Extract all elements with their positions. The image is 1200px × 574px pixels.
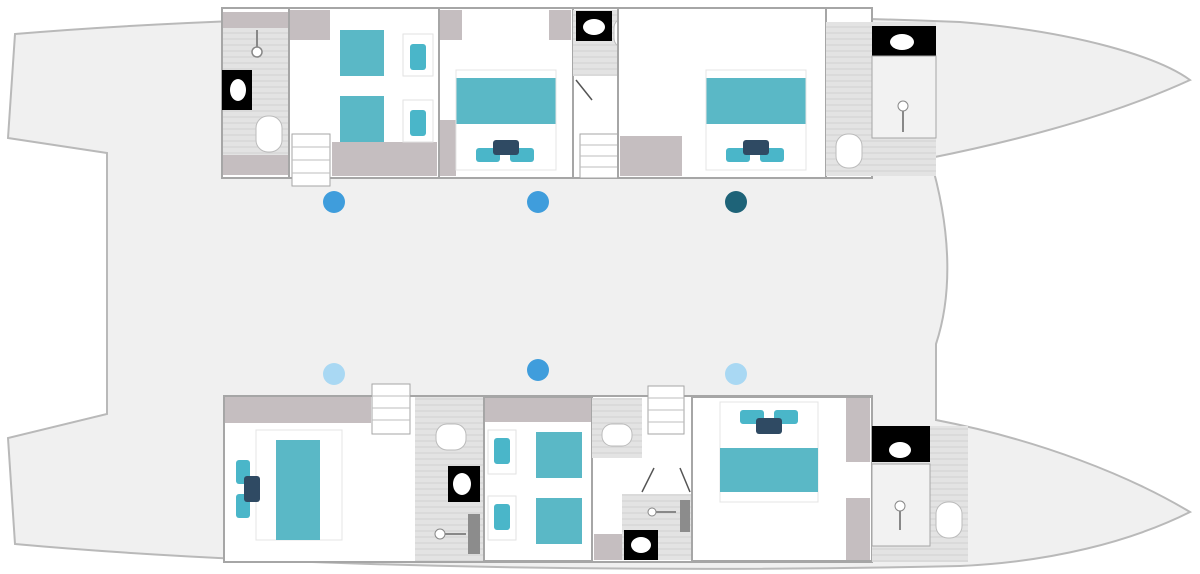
headboard xyxy=(493,140,519,155)
cabinet xyxy=(549,10,571,40)
door-swing xyxy=(679,467,691,493)
toilet-icon xyxy=(601,423,633,447)
cabinet xyxy=(223,155,289,175)
cabinet xyxy=(620,136,682,176)
shower-head-icon xyxy=(434,528,446,540)
single-bed xyxy=(536,498,582,544)
single-bed xyxy=(536,432,582,478)
door-swing xyxy=(641,467,655,493)
cabinet xyxy=(680,500,690,532)
nightstand xyxy=(487,495,517,541)
cabinet xyxy=(440,120,456,176)
cabinet xyxy=(332,142,437,176)
cabin-bottom-middle xyxy=(483,396,593,562)
nightstand xyxy=(487,429,517,475)
pillow xyxy=(494,438,510,464)
toilet-icon xyxy=(435,423,467,451)
top-cabin-block xyxy=(221,7,937,187)
double-bed xyxy=(456,78,556,124)
headboard xyxy=(244,476,260,502)
double-bed xyxy=(276,440,320,540)
sink-icon xyxy=(453,473,471,495)
cabinet xyxy=(223,12,289,28)
shower-head-icon xyxy=(251,46,263,58)
sink-icon xyxy=(631,537,651,553)
marker-dot-dark[interactable] xyxy=(725,191,747,213)
pillow xyxy=(410,110,426,136)
marker-dot-blue[interactable] xyxy=(527,359,549,381)
cabinet xyxy=(846,498,870,560)
pillow xyxy=(494,504,510,530)
shower-head-icon xyxy=(897,100,909,112)
pillow xyxy=(410,44,426,70)
bathroom-bottom-right xyxy=(871,426,968,562)
bed-frame xyxy=(705,69,807,171)
single-bed xyxy=(340,30,384,76)
marker-dot-light[interactable] xyxy=(323,363,345,385)
nightstand xyxy=(402,99,434,143)
single-bed xyxy=(340,96,384,142)
cabinet xyxy=(225,397,371,423)
cabin-bottom-right xyxy=(691,396,873,562)
bottom-cabin-block xyxy=(223,383,968,563)
bathroom-bottom-center xyxy=(592,385,692,560)
cabinet xyxy=(846,398,870,462)
headboard xyxy=(756,418,782,434)
toilet-icon xyxy=(835,133,863,169)
headboard xyxy=(743,140,769,155)
sink-icon xyxy=(890,34,914,50)
stairs xyxy=(371,383,411,435)
sink-icon xyxy=(889,442,911,458)
cabinet xyxy=(440,10,462,40)
cabinet xyxy=(594,534,622,560)
cabin-top-left xyxy=(288,7,440,187)
cabinet xyxy=(468,514,480,554)
bed-frame xyxy=(455,69,557,171)
marker-dot-light[interactable] xyxy=(725,363,747,385)
sink-icon xyxy=(230,79,246,101)
shower-head-icon xyxy=(647,507,657,517)
cabin-top-right xyxy=(617,7,827,179)
double-bed xyxy=(706,78,806,124)
cabin-top-middle xyxy=(438,7,574,179)
cabinet xyxy=(485,398,591,422)
bathroom-top-left xyxy=(222,12,289,175)
double-bed xyxy=(720,448,818,492)
cabinet xyxy=(290,10,330,40)
door-swing xyxy=(575,79,593,101)
toilet-icon xyxy=(255,115,283,153)
marker-dot-blue[interactable] xyxy=(323,191,345,213)
cabin-bottom-left xyxy=(225,383,411,541)
nightstand xyxy=(402,33,434,77)
sink-icon xyxy=(583,19,605,35)
toilet-icon xyxy=(935,501,963,539)
shower-head-icon xyxy=(894,500,906,512)
marker-dot-blue[interactable] xyxy=(527,191,549,213)
bathroom-bottom-left xyxy=(415,397,483,561)
bathroom-top-right xyxy=(826,22,937,176)
